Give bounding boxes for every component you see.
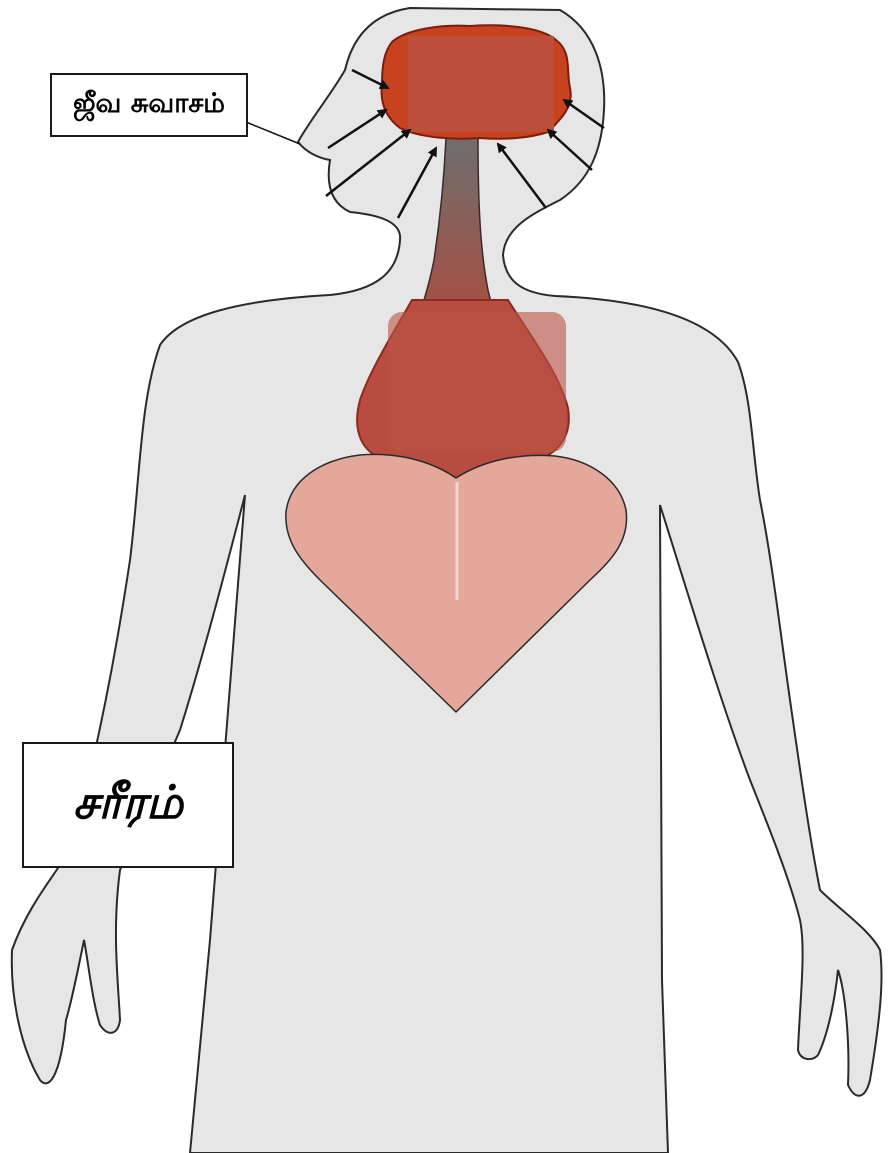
breath-label: ஜீவ சுவாசம்: [50, 73, 248, 137]
body-label-text: சரீரம்: [73, 775, 183, 836]
chest-flask-inner: [388, 312, 566, 452]
body-label: சரீரம்: [22, 742, 234, 868]
breath-leader-line: [246, 122, 300, 144]
breath-label-text: ஜீவ சுவாசம்: [73, 88, 225, 123]
brain-inner: [408, 36, 554, 132]
